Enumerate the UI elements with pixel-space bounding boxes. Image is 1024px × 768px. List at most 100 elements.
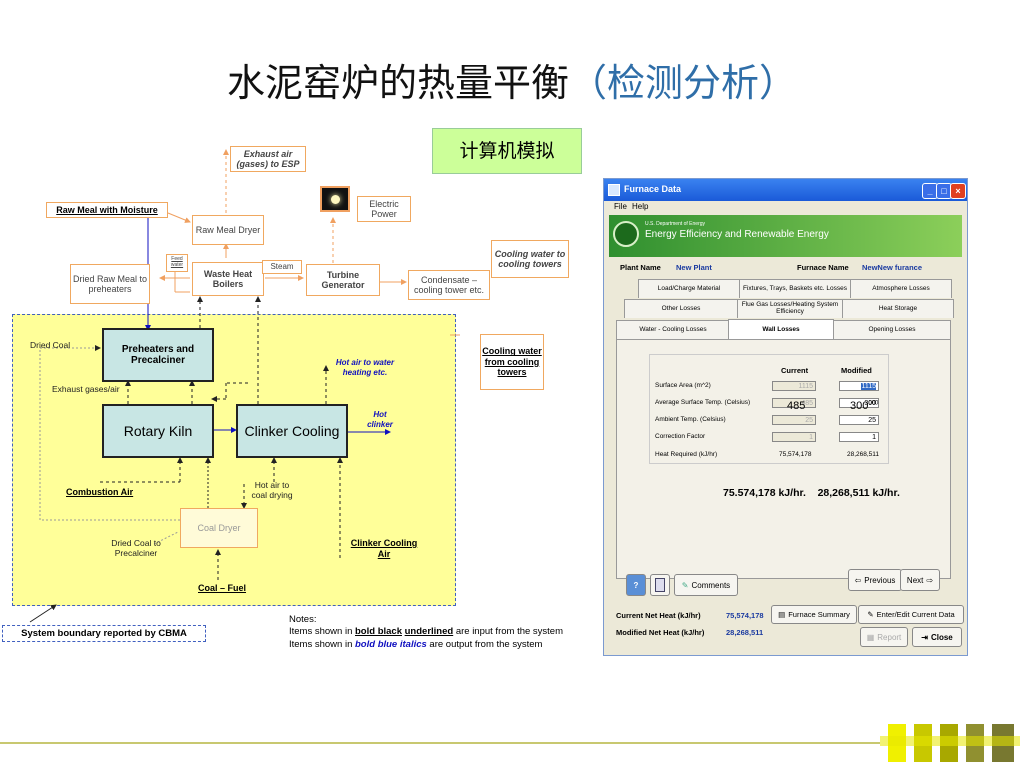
- modified-net-heat-label: Modified Net Heat (kJ/hr): [616, 628, 705, 637]
- edit-icon: ✎: [867, 610, 874, 619]
- eere-banner: U.S. Department of Energy Energy Efficie…: [609, 215, 962, 257]
- preheaters-box: Preheaters and Precalciner: [102, 328, 214, 382]
- tab-flue-gas[interactable]: Flue Gas Losses/Heating System Efficienc…: [737, 299, 843, 318]
- furnace-summary-button[interactable]: ▤Furnace Summary: [771, 605, 857, 624]
- rotary-kiln-box: Rotary Kiln: [102, 404, 214, 458]
- wall-losses-fieldset: [649, 354, 889, 464]
- title-paren: （检测分析）: [569, 61, 798, 105]
- notes-line-2: Items shown in bold blue italics are out…: [289, 638, 543, 650]
- surface-area-modified-value: 1115: [861, 383, 876, 390]
- plant-name-label: Plant Name: [620, 263, 661, 272]
- plant-name-value: New Plant: [676, 263, 712, 272]
- tab-other-losses[interactable]: Other Losses: [624, 299, 738, 318]
- close-window-button[interactable]: ×: [950, 183, 966, 199]
- row-label-avg-temp: Average Surface Temp. (Celsius): [655, 399, 751, 406]
- system-boundary-area: [12, 314, 456, 606]
- correction-current-field: 1: [772, 432, 816, 442]
- col-modified: Modified: [841, 366, 872, 375]
- cooling-water-from-label: Cooling water from cooling towers: [482, 346, 542, 378]
- next-button[interactable]: Next⇨: [900, 569, 940, 591]
- condensate-box: Condensate – cooling tower etc.: [408, 270, 490, 300]
- modified-net-heat-value: 28,268,511: [726, 628, 764, 637]
- electric-power-box: Electric Power: [357, 196, 411, 222]
- result-text: 75.574,178 kJ/hr. 28,268,511 kJ/hr.: [723, 487, 900, 499]
- doe-seal-icon: [613, 221, 639, 247]
- cooling-water-from-box: Cooling water from cooling towers: [480, 334, 544, 390]
- enter-edit-button[interactable]: ✎Enter/Edit Current Data: [858, 605, 964, 624]
- tab-wall-losses[interactable]: Wall Losses: [728, 319, 834, 340]
- heat-required-modified: 28,268,511: [847, 451, 880, 458]
- tab-water-cooling[interactable]: Water - Cooling Losses: [616, 320, 730, 339]
- avg-temp-modified-field[interactable]: 300: [839, 398, 879, 408]
- arrow-right-icon: ⇨: [926, 575, 934, 585]
- menu-bar: File Help: [604, 201, 967, 213]
- coal-dryer-box: Coal Dryer: [180, 508, 258, 548]
- heat-required-current: 75,574,178: [779, 451, 812, 458]
- menu-help[interactable]: Help: [632, 202, 649, 211]
- wall-losses-panel: Current Modified Surface Area (m^2) 1115…: [616, 339, 951, 579]
- minimize-button[interactable]: _: [922, 183, 938, 199]
- ambient-temp-current-field: 25: [772, 415, 816, 425]
- comments-button[interactable]: ✎Comments: [674, 574, 738, 596]
- surface-area-modified-field[interactable]: 1115: [839, 381, 879, 391]
- electric-power-icon: [320, 186, 350, 212]
- row-label-ambient-temp: Ambient Temp. (Celsius): [655, 416, 726, 423]
- diagram-connectors: [29, 149, 460, 623]
- tab-opening-losses[interactable]: Opening Losses: [833, 320, 951, 339]
- exhaust-air-box: Exhaust air (gases) to ESP: [230, 146, 306, 172]
- hot-air-coal-label: Hot air to coal drying: [251, 480, 293, 501]
- raw-meal-moisture-box: Raw Meal with Moisture: [46, 202, 168, 218]
- comments-icon: ✎: [681, 580, 689, 590]
- combustion-air-label: Combustion Air: [66, 487, 134, 497]
- surface-area-current-field: 1115: [772, 381, 816, 391]
- help-button[interactable]: ?: [626, 574, 646, 596]
- ambient-temp-modified-field[interactable]: 25: [839, 415, 879, 425]
- dried-raw-meal-box: Dried Raw Meal to preheaters: [70, 264, 150, 304]
- footer-line: [0, 742, 880, 744]
- simulation-label: 计算机模拟: [432, 128, 582, 174]
- system-boundary-label: System boundary reported by CBMA: [2, 625, 206, 642]
- current-net-heat-value: 75,574,178: [726, 611, 764, 620]
- deco-band: [880, 736, 1020, 746]
- waste-heat-boilers-box: Waste Heat Boilers: [192, 262, 264, 296]
- arrow-left-icon: ⇦: [854, 575, 862, 585]
- raw-meal-moisture-label: Raw Meal with Moisture: [56, 204, 158, 215]
- tab-load-charge[interactable]: Load/Charge Material: [638, 279, 740, 298]
- summary-icon: ▤: [778, 610, 786, 619]
- notes: Notes: Items shown in bold black underli…: [289, 614, 609, 651]
- notes-line-1: Items shown in bold black underlined are…: [289, 626, 564, 638]
- clinker-cooling-box: Clinker Cooling: [236, 404, 348, 458]
- close-button[interactable]: ⇥Close: [912, 627, 962, 647]
- current-net-heat-label: Current Net Heat (kJ/hr): [616, 611, 701, 620]
- title-main: 水泥窑炉的热量平衡: [226, 61, 569, 105]
- furnace-name-value: NewNew furance: [862, 263, 923, 272]
- avg-temp-current-field: 485: [772, 398, 816, 408]
- feed-water-box: Feed water: [166, 254, 188, 272]
- tab-atmosphere[interactable]: Atmosphere Losses: [850, 279, 952, 298]
- previous-button[interactable]: ⇦Previous: [848, 569, 902, 591]
- overlay-current-temp: 485: [787, 400, 806, 412]
- furnace-name-label: Furnace Name: [797, 263, 849, 272]
- tab-fixtures[interactable]: Fixtures, Trays, Baskets etc. Losses: [739, 279, 851, 298]
- calculator-button[interactable]: [650, 574, 670, 596]
- window-title: Furnace Data: [624, 184, 682, 194]
- correction-modified-field[interactable]: 1: [839, 432, 879, 442]
- report-icon: ▦: [866, 632, 875, 642]
- cooling-water-towers-box: Cooling water to cooling towers: [491, 240, 569, 278]
- raw-meal-dryer-box: Raw Meal Dryer: [192, 215, 264, 245]
- furnace-data-window: Furnace Data _ □ × File Help U.S. Depart…: [603, 178, 968, 656]
- hot-air-water-label: Hot air to water heating etc.: [335, 358, 395, 377]
- banner-title: Energy Efficiency and Renewable Energy: [645, 229, 829, 240]
- report-button[interactable]: ▦Report: [860, 627, 908, 647]
- exit-icon: ⇥: [921, 632, 928, 642]
- clinker-cooling-air-label: Clinker Cooling Air: [350, 538, 418, 559]
- calculator-icon: [655, 578, 665, 592]
- dried-coal-precalciner-label: Dried Coal to Precalciner: [111, 538, 161, 559]
- steam-box: Steam: [262, 260, 302, 274]
- tab-heat-storage[interactable]: Heat Storage: [842, 299, 954, 318]
- banner-dept: U.S. Department of Energy: [645, 221, 706, 227]
- hot-clinker-label: Hot clinker: [367, 410, 393, 429]
- window-titlebar[interactable]: Furnace Data _ □ ×: [604, 179, 967, 201]
- turbine-generator-box: Turbine Generator: [306, 264, 380, 296]
- menu-file[interactable]: File: [614, 202, 627, 211]
